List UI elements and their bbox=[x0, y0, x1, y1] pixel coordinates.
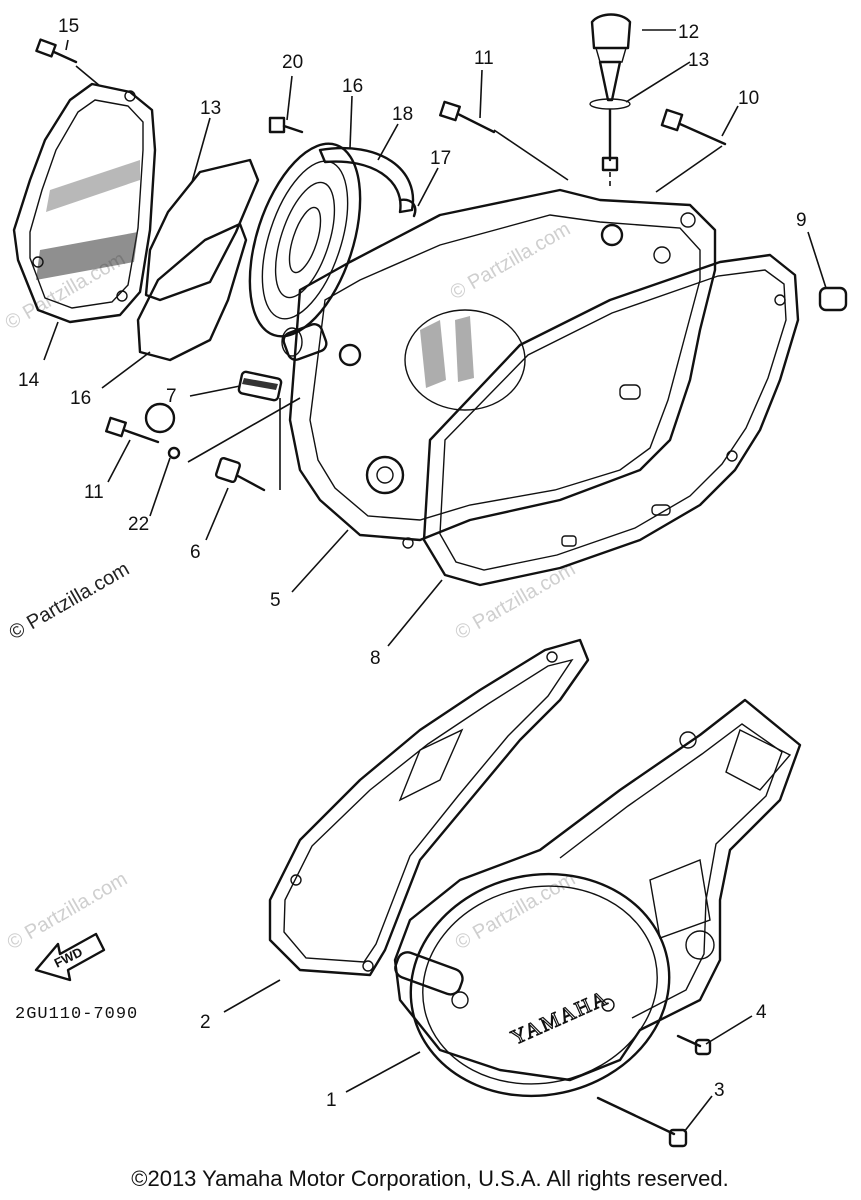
part-20-ring bbox=[318, 146, 415, 214]
callout-20: 18 bbox=[392, 104, 413, 125]
part-6-bolt bbox=[214, 456, 266, 492]
callout-18: 16 bbox=[342, 76, 363, 97]
callout-1: 1 bbox=[326, 1090, 337, 1111]
leader-lines bbox=[43, 29, 827, 1133]
part-16-gasket bbox=[136, 222, 248, 362]
callout-14: 14 bbox=[18, 370, 40, 391]
callout-9: 9 bbox=[796, 210, 807, 231]
part-21-bolt bbox=[268, 116, 304, 134]
part-14-outer-cover bbox=[12, 82, 157, 324]
watermark-faint-3: © Partzilla.com bbox=[4, 868, 132, 954]
watermark-faint-2: © Partzilla.com bbox=[452, 558, 580, 644]
diagram-code: 2GU110-7090 bbox=[15, 1005, 138, 1024]
callout-3: 3 bbox=[714, 1080, 725, 1101]
callout-5: 5 bbox=[270, 590, 281, 611]
callout-22: 22 bbox=[128, 514, 149, 535]
callout-13: 13 bbox=[688, 50, 709, 71]
fwd-arrow: FWD bbox=[34, 932, 106, 982]
part-15-inner-plate bbox=[144, 158, 260, 302]
part-8-gasket bbox=[422, 253, 800, 587]
part-17-bolt bbox=[35, 38, 78, 64]
watermark-faint-1: © Partzilla.com bbox=[447, 218, 575, 304]
callout-7: 7 bbox=[166, 386, 177, 407]
part-1-generator-cover: YAMAHA bbox=[393, 698, 802, 1098]
part-3-bolt bbox=[596, 1096, 688, 1148]
callout-17: 15 bbox=[58, 16, 79, 37]
callout-11-upper: 11 bbox=[474, 48, 494, 69]
callout-11-lower: 11 bbox=[84, 482, 104, 503]
part-2-gasket bbox=[268, 638, 590, 977]
part-22-clip bbox=[144, 402, 181, 460]
part-18-rotor bbox=[248, 142, 362, 338]
callout-6: 6 bbox=[190, 542, 201, 563]
part-9-plug bbox=[818, 286, 848, 312]
part-11-bolt-upper bbox=[439, 100, 496, 134]
callout-4: 4 bbox=[756, 1002, 767, 1023]
part-19-clip bbox=[398, 198, 417, 218]
copyright-notice: ©2013 Yamaha Motor Corporation, U.S.A. A… bbox=[131, 1166, 728, 1191]
callout-15: 13 bbox=[200, 98, 221, 119]
fwd-label: FWD bbox=[52, 944, 85, 970]
cover-emblem: YAMAHA bbox=[507, 985, 612, 1049]
callout-16: 16 bbox=[70, 388, 91, 409]
part-10-bolt bbox=[660, 108, 727, 146]
watermark-faint-4: © Partzilla.com bbox=[452, 868, 580, 954]
callout-10: 10 bbox=[738, 88, 759, 109]
callout-21: 20 bbox=[282, 52, 303, 73]
callout-2: 2 bbox=[200, 1012, 211, 1033]
part-13-dipstick bbox=[589, 60, 631, 188]
watermark-left: © Partzilla.com bbox=[6, 558, 134, 644]
part-5-crankcase-cover bbox=[281, 188, 717, 549]
part-4-bolt bbox=[676, 1034, 712, 1056]
callout-19: 17 bbox=[430, 148, 451, 169]
callout-12: 12 bbox=[678, 22, 699, 43]
callout-8: 8 bbox=[370, 648, 381, 669]
part-7-pad bbox=[237, 370, 283, 402]
part-11-bolt-lower bbox=[105, 416, 160, 444]
part-12-oil-cap bbox=[590, 13, 632, 63]
callout-numbers: 15 13 16 20 18 17 11 12 13 10 9 14 16 7 … bbox=[18, 16, 807, 1111]
